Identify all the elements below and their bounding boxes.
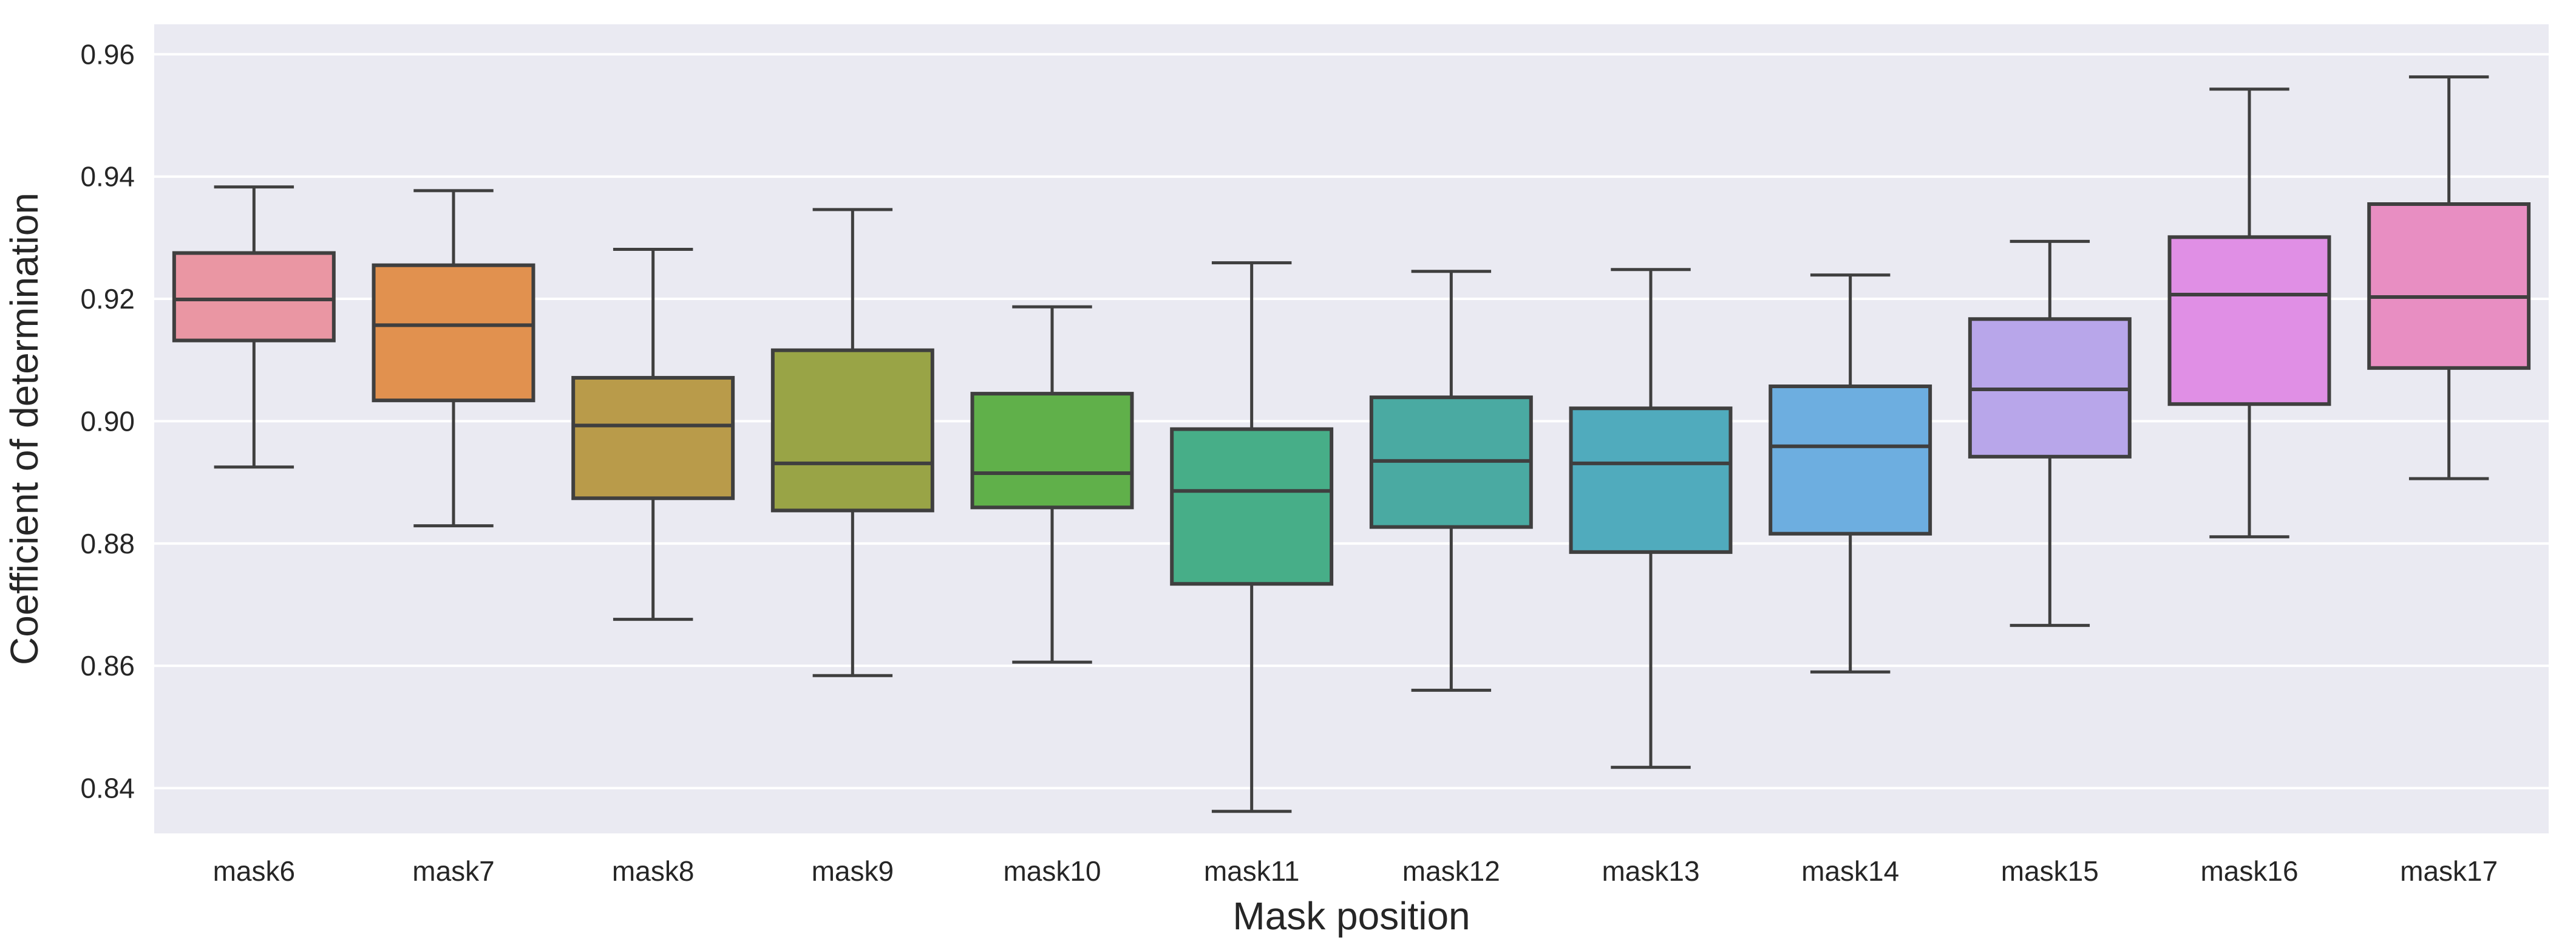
y-tick-label: 0.92	[80, 283, 135, 315]
x-tick-label: mask6	[213, 855, 295, 887]
iqr-box	[571, 375, 735, 501]
iqr-box	[770, 348, 934, 513]
box-mask16	[2167, 87, 2331, 539]
x-tick-label: mask10	[1003, 855, 1101, 887]
box-mask8	[571, 248, 735, 621]
x-tick-label: mask16	[2200, 855, 2298, 887]
box-mask11	[1170, 261, 1334, 813]
iqr-box	[1769, 384, 1932, 536]
x-tick-label: mask12	[1402, 855, 1500, 887]
box-mask13	[1569, 268, 1733, 769]
x-tick-label: mask13	[1602, 855, 1699, 887]
x-tick-label: mask7	[412, 855, 494, 887]
x-tick-label: mask8	[612, 855, 694, 887]
iqr-box	[2167, 235, 2331, 406]
y-tick-label: 0.94	[80, 161, 135, 193]
x-tick-label: mask11	[1204, 855, 1300, 887]
box-mask14	[1769, 273, 1932, 674]
iqr-box	[1170, 427, 1334, 586]
y-tick-labels: 0.84 0.86 0.88 0.90 0.92 0.94 0.96	[80, 38, 135, 804]
iqr-box	[2367, 202, 2531, 370]
iqr-box	[1569, 406, 1733, 554]
y-tick-label: 0.96	[80, 38, 135, 70]
box-mask17	[2367, 75, 2531, 480]
x-tick-label: mask15	[2001, 855, 2099, 887]
boxes	[172, 75, 2531, 813]
box-mask7	[372, 189, 535, 528]
x-tick-label: mask9	[812, 855, 894, 887]
x-tick-label: mask17	[2400, 855, 2498, 887]
box-mask12	[1369, 270, 1533, 692]
iqr-box	[372, 263, 535, 403]
box-mask6	[172, 185, 336, 469]
y-tick-label: 0.90	[80, 405, 135, 437]
x-tick-label: mask14	[1801, 855, 1899, 887]
gridlines	[154, 53, 2549, 790]
y-tick-label: 0.86	[80, 650, 135, 682]
box-mask15	[1968, 239, 2132, 627]
x-axis-label: Mask position	[1232, 894, 1470, 938]
box-mask9	[770, 208, 934, 677]
y-axis-label: Coefficient of determination	[2, 193, 46, 665]
box-mask10	[970, 305, 1134, 664]
iqr-box	[970, 392, 1134, 510]
iqr-box	[172, 251, 336, 343]
plot-area	[154, 24, 2549, 833]
x-tick-labels: mask6 mask7 mask8 mask9 mask10 mask11 mask12 ma…	[213, 855, 2498, 887]
y-tick-label: 0.84	[80, 772, 135, 804]
y-tick-label: 0.88	[80, 528, 135, 559]
